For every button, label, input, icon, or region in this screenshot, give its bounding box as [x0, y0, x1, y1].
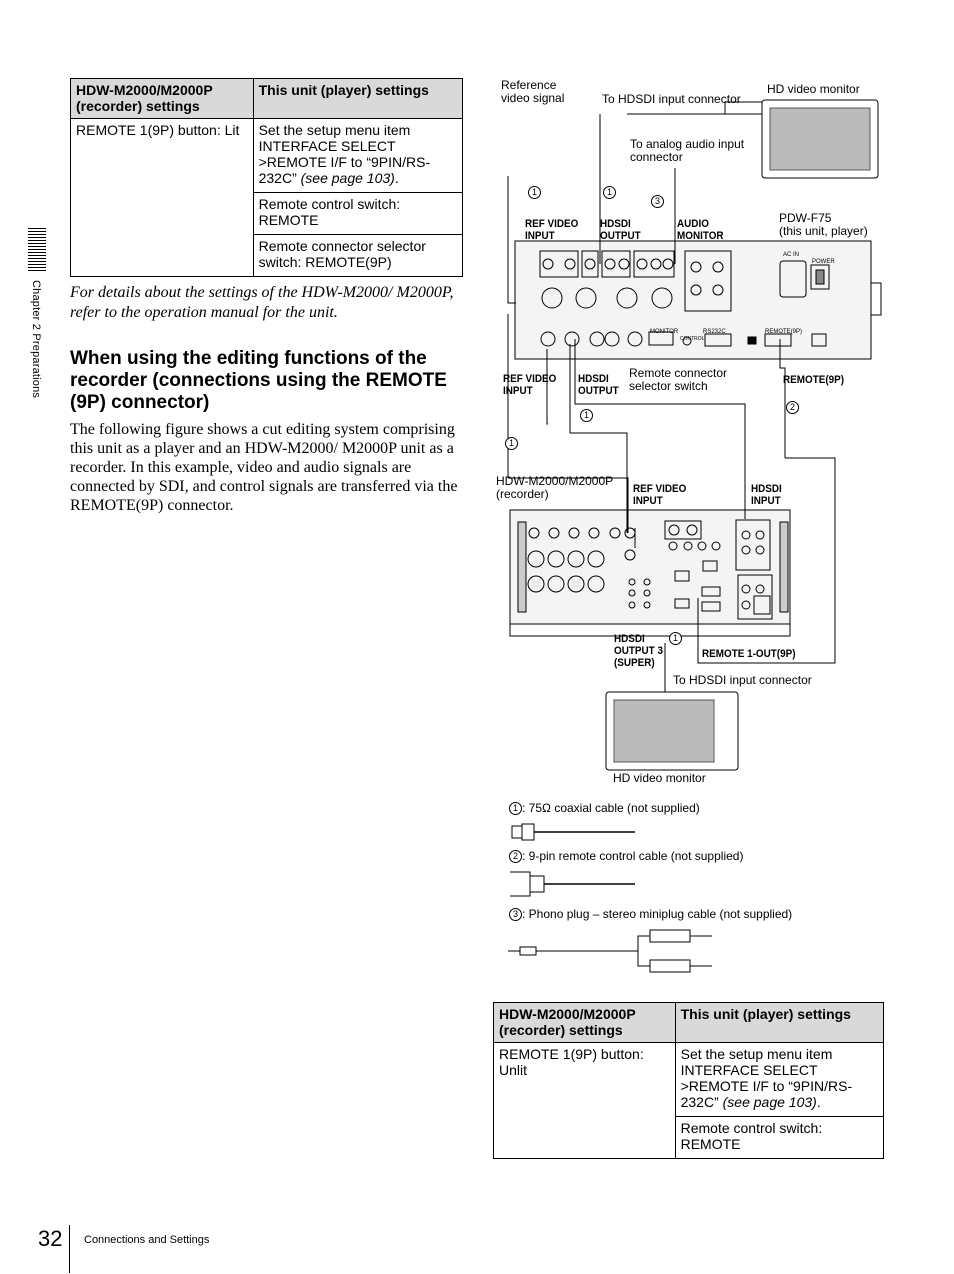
settings-table-lit: HDW-M2000/M2000P (recorder) settings Thi… [70, 78, 464, 277]
settings-table-unlit: HDW-M2000/M2000P (recorder) settings Thi… [493, 1002, 885, 1159]
hd-monitor-top [761, 99, 879, 179]
footer-divider [69, 1225, 70, 1273]
recorder-setting: REMOTE 1(9P) button: Lit [70, 118, 254, 277]
player-setting-selector: Remote connector selector switch: REMOTE… [252, 234, 464, 277]
details-note: For details about the settings of the HD… [70, 284, 454, 321]
page-number: 32 [38, 1226, 63, 1251]
label-reference-video-signal: Reference video signal [501, 78, 565, 105]
label-hd-monitor-top: HD video monitor [767, 82, 860, 96]
player-setting-menu: Set the setup menu item INTERFACE SELECT… [252, 118, 464, 193]
label-ac-in: AC IN [783, 252, 800, 258]
label-monitor: MONITOR [650, 329, 679, 335]
header-recorder: HDW-M2000/M2000P (recorder) settings [493, 1002, 676, 1043]
label-recorder: HDW-M2000/M2000P (recorder) [496, 474, 614, 501]
label-rs232c: RS232C [703, 329, 726, 335]
header-recorder: HDW-M2000/M2000P (recorder) settings [70, 78, 254, 119]
player-setting-menu: Set the setup menu item INTERFACE SELECT… [674, 1042, 885, 1117]
header-player: This unit (player) settings [252, 78, 464, 119]
cable-marker-1: 1 [505, 437, 518, 450]
label-hdsdi-output-mid: HDSDI OUTPUT [578, 373, 619, 397]
label-to-analog-audio: To analog audio input connector [630, 137, 745, 164]
cable-marker-1: 1 [669, 632, 682, 645]
label-to-hdsdi-bottom: To HDSDI input connector [673, 673, 812, 687]
label-remote-selector-switch: Remote connector selector switch [629, 366, 728, 393]
label-audio-monitor: AUDIO MONITOR [677, 218, 724, 242]
header-player: This unit (player) settings [674, 1002, 885, 1043]
cable-marker-1: 1 [603, 186, 616, 199]
footer-section: Connections and Settings [84, 1234, 210, 1246]
legend-cable-3: : Phono plug – stereo miniplug cable (no… [522, 907, 793, 921]
section-heading: When using the editing functions of the … [70, 348, 447, 413]
chapter-tab-marker [28, 228, 46, 272]
cable-marker-2: 2 [786, 401, 799, 414]
recorder-panel [509, 509, 791, 625]
player-setting-remote-switch: Remote control switch: REMOTE [674, 1116, 885, 1159]
label-hdsdi-output-top: HDSDI OUTPUT [600, 218, 641, 242]
label-ref-video-input-mid: REF VIDEO INPUT [503, 373, 557, 397]
section-body: The following figure shows a cut editing… [70, 421, 458, 514]
hd-monitor-bottom [605, 691, 739, 771]
label-pdw-f75: PDW-F75 (this unit, player) [779, 211, 868, 238]
cable-marker-3: 3 [651, 195, 664, 208]
legend-marker-2: 2 [509, 850, 522, 863]
player-setting-remote-switch: Remote control switch: REMOTE [252, 192, 464, 235]
label-ref-video-input-top: REF VIDEO INPUT [525, 218, 579, 242]
label-remote-1-out: REMOTE 1-OUT(9P) [702, 648, 796, 660]
page-reference: (see page 103) [722, 1094, 817, 1110]
page-reference: (see page 103) [300, 170, 395, 186]
label-power: POWER [812, 259, 835, 265]
cable-marker-1: 1 [580, 409, 593, 422]
label-control: CONTROL [680, 336, 705, 342]
label-hd-monitor-bottom: HD video monitor [613, 771, 706, 785]
cable-marker-1: 1 [528, 186, 541, 199]
recorder-setting: REMOTE 1(9P) button: Unlit [493, 1042, 676, 1159]
label-remote9p-panel: REMOTE(9P) [765, 329, 803, 335]
legend-marker-3: 3 [509, 908, 522, 921]
label-remote-9p: REMOTE(9P) [783, 374, 845, 386]
label-to-hdsdi-top: To HDSDI input connector [602, 92, 741, 106]
legend-marker-1: 1 [509, 802, 522, 815]
legend-cable-1: : 75Ω coaxial cable (not supplied) [522, 801, 700, 815]
chapter-label: Chapter 2 Preparations [30, 280, 42, 399]
connection-diagram [507, 99, 882, 973]
legend-cable-2: : 9-pin remote control cable (not suppli… [522, 849, 744, 863]
label-ref-video-input-rec: REF VIDEO INPUT [633, 483, 687, 507]
label-hdsdi-output-3: HDSDI OUTPUT 3 (SUPER) [614, 633, 663, 669]
label-hdsdi-input-rec: HDSDI INPUT [751, 483, 782, 507]
